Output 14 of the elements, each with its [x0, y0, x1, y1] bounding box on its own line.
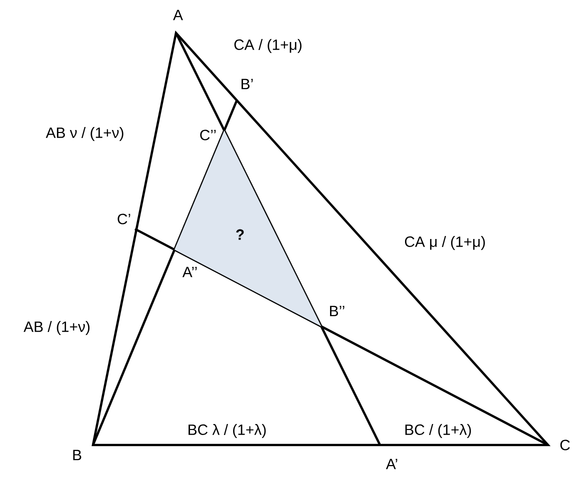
point-label: B’ [242, 78, 253, 90]
segment-label: CA μ / (1+μ) [404, 236, 485, 250]
vertex-label: B [73, 450, 82, 460]
segment-label: AB ν / (1+ν) [46, 127, 124, 141]
segment-label: BC / (1+λ) [405, 424, 471, 438]
point-label: A’ [386, 458, 398, 470]
point-label: C’ [118, 214, 130, 224]
segment-label: AB / (1+ν) [24, 321, 90, 335]
point-label: C’’ [200, 130, 216, 140]
vertex-label: C [560, 440, 570, 450]
segment-label: CA / (1+μ) [234, 39, 302, 53]
point-label: A’’ [182, 266, 197, 278]
vertex-label: A [173, 10, 183, 20]
segment-label: BC λ / (1+λ) [188, 424, 266, 438]
